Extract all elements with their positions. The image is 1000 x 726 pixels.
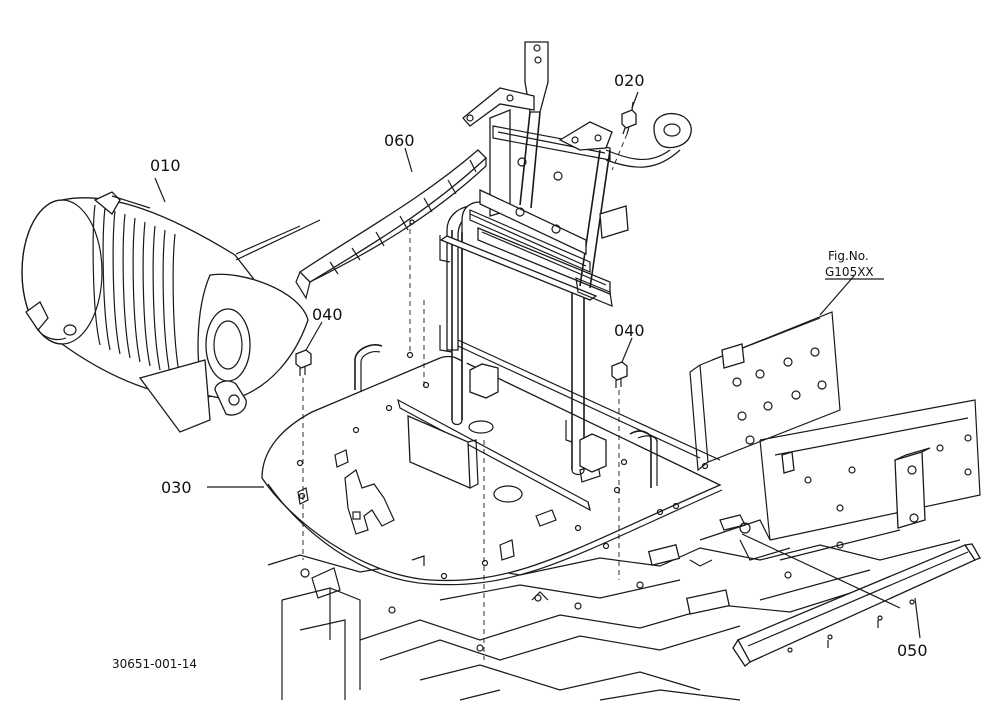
callout-040-left: 040 [312,305,343,324]
right-side-frame-rail [689,311,981,601]
part-040-bolt-right [611,361,628,388]
leader-lines [154,91,921,639]
part-050-front-bar [732,543,981,667]
drawing-id: 30651-001-14 [112,657,197,671]
callout-030: 030 [161,478,192,497]
part-040-bolt-left [295,349,312,376]
part-030-floor-plate [261,344,723,586]
callout-060: 060 [384,131,415,150]
upper-console-bracket [462,41,692,307]
callout-020: 020 [614,71,645,90]
part-020-bolt [621,101,637,135]
part-060-upper-trim [295,149,487,300]
callout-040-right: 040 [614,321,645,340]
fig-ref-label: Fig.No. [828,249,869,263]
seat-support-frame [439,201,721,476]
callout-050: 050 [897,641,928,660]
assembly-guide-lines [302,133,901,660]
fig-ref-number: G105XX [825,265,874,279]
part-010-air-cleaner [21,191,321,433]
callout-010: 010 [150,156,181,175]
